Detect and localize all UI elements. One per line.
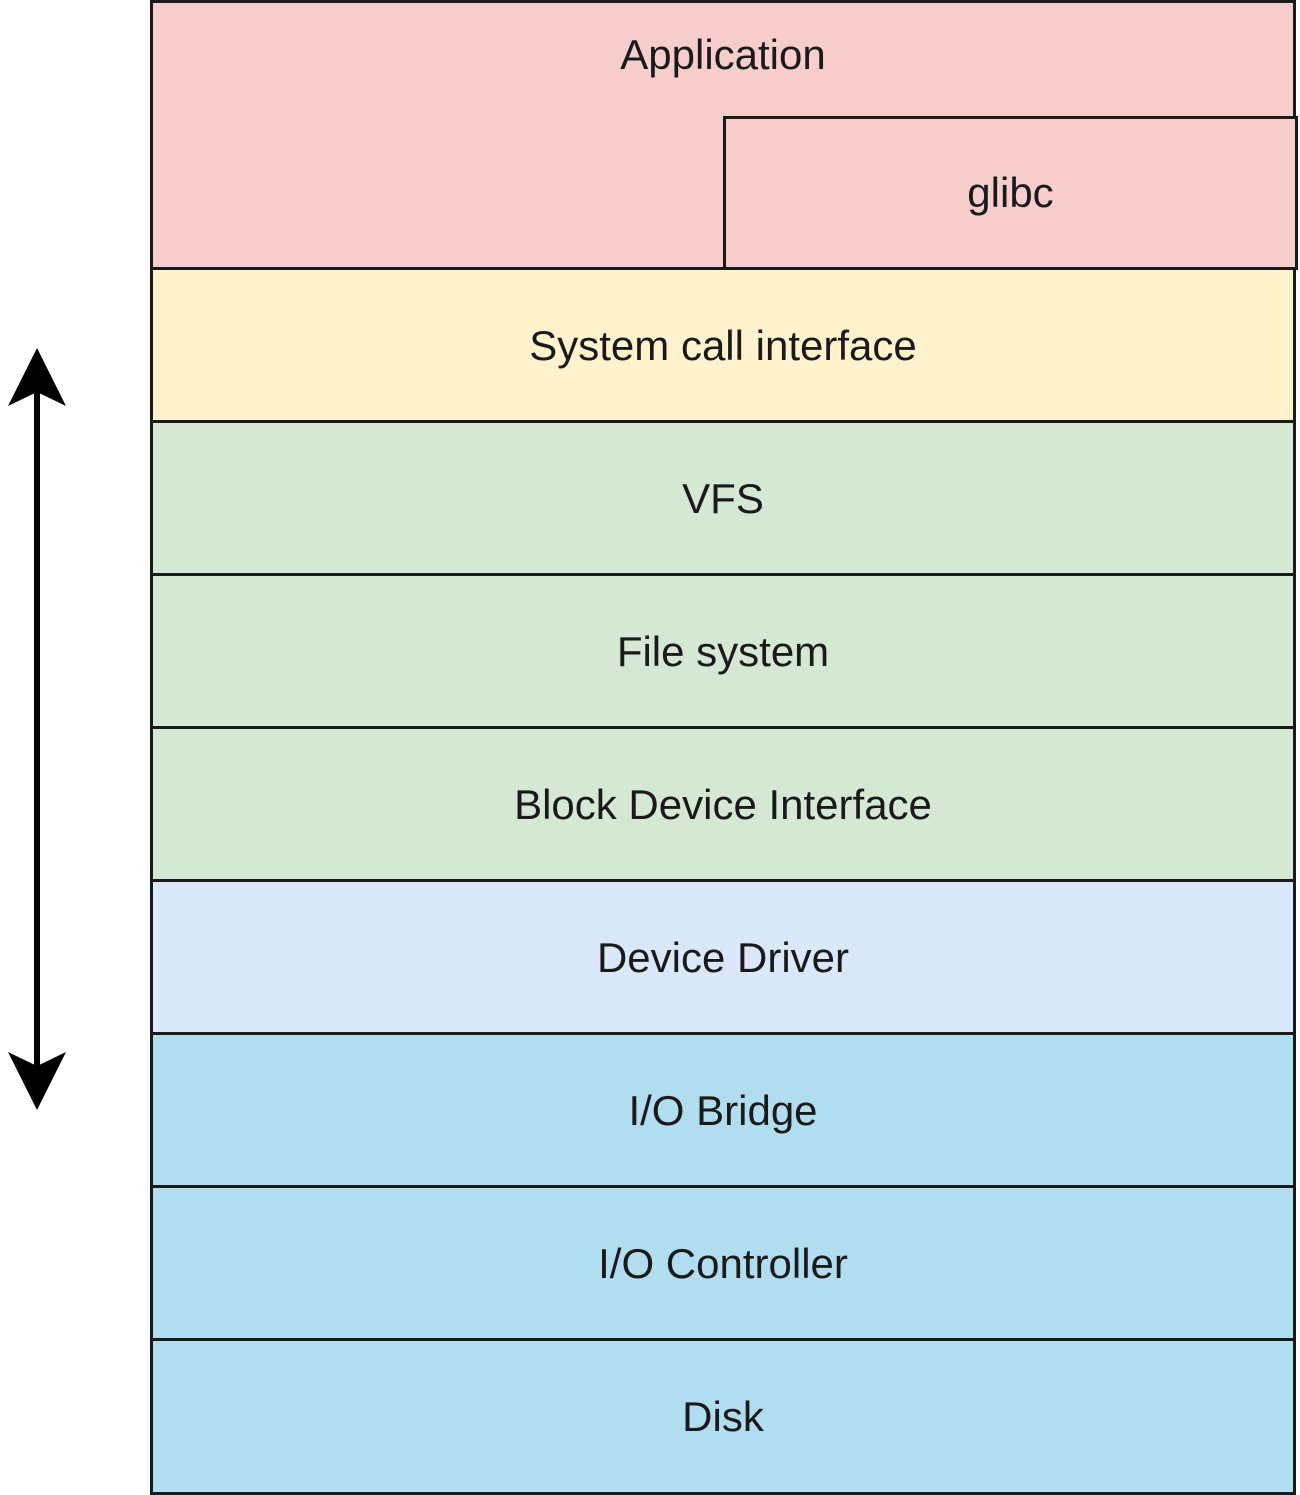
layer-io-bridge: I/O Bridge — [150, 1032, 1296, 1189]
layer-label: I/O Controller — [598, 1239, 848, 1287]
layer-label: I/O Bridge — [628, 1086, 818, 1134]
layer-label: Disk — [682, 1392, 764, 1440]
layer-file-system: File system — [150, 573, 1296, 730]
layer-label: System call interface — [529, 321, 917, 369]
layer-disk: Disk — [150, 1338, 1296, 1495]
layer-label: Device Driver — [596, 933, 850, 981]
layer-label: glibc — [967, 169, 1054, 216]
layer-vfs: VFS — [150, 420, 1296, 577]
layer-glibc: glibc — [723, 116, 1298, 270]
layer-block-device-interface: Block Device Interface — [150, 726, 1296, 883]
layer-label: Block Device Interface — [514, 780, 932, 828]
layer-device-driver: Device Driver — [150, 879, 1296, 1036]
layer-io-controller: I/O Controller — [150, 1185, 1296, 1342]
layer-label: File system — [616, 627, 830, 675]
layer-system-call-interface: System call interface — [150, 267, 1296, 424]
double-arrow-icon — [8, 348, 66, 1110]
layer-label: Application — [620, 31, 826, 78]
layer-label: VFS — [682, 474, 764, 522]
